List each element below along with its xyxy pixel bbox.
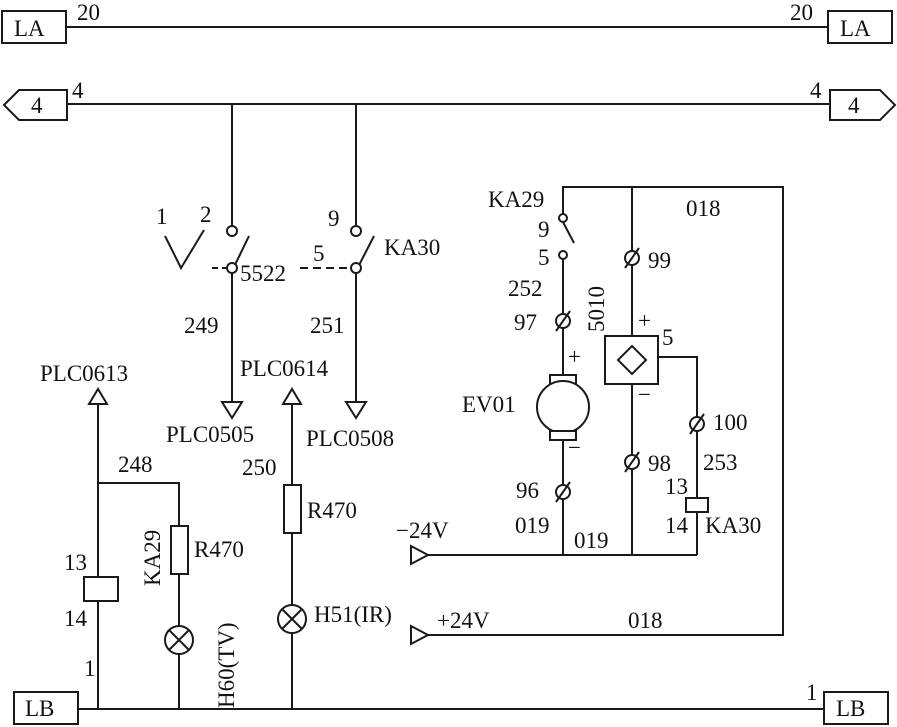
- connector-la-left: [1, 10, 67, 44]
- ka29-coil-label: KA29: [140, 530, 165, 586]
- connector-4-right-label: 4: [848, 93, 860, 118]
- bus-4: 4 4 4 4: [2, 78, 897, 121]
- plus24v-arrow: [410, 624, 431, 646]
- wire-251-label: 251: [310, 313, 345, 338]
- terminal-97-label: 97: [514, 310, 537, 335]
- ka29-coil-pin14: 14: [64, 606, 88, 631]
- ka30-coil: [685, 497, 709, 513]
- resistor-r470-1: [170, 525, 189, 575]
- ka29-coil: [83, 576, 119, 602]
- ka30-coil-pin14: 14: [665, 513, 689, 538]
- plc0613-label: PLC0613: [40, 361, 128, 386]
- wire-5010-label: 5010: [584, 286, 609, 332]
- regulator-plus: +: [638, 308, 651, 333]
- wire-018-bottom-label: 018: [628, 608, 663, 633]
- wire-249-label: 249: [184, 313, 219, 338]
- plc0613-arrow: [87, 387, 109, 405]
- resistor-r470-2-label: R470: [307, 498, 357, 523]
- regulator-minus: −: [638, 382, 651, 407]
- wire-018-top-label: 018: [686, 196, 721, 221]
- regulator-out: 5: [662, 325, 674, 350]
- h51-branch: PLC0614 250 R470 H51(IR): [240, 356, 392, 709]
- wire-253-label: 253: [703, 450, 738, 475]
- terminal-96-label: 96: [516, 478, 539, 503]
- wire-1-left-label: 1: [84, 656, 96, 681]
- connector-lb-right-label: LB: [836, 696, 865, 721]
- wire-20-left-label: 20: [77, 0, 100, 25]
- la-bus: LA LA 20 20: [1, 0, 893, 44]
- wire-4-left-label: 4: [72, 78, 84, 103]
- motor-minus: −: [568, 435, 581, 460]
- lamp-h51-label: H51(IR): [314, 602, 392, 627]
- ka29-coil-pin13: 13: [64, 550, 87, 575]
- minus24v-label: −24V: [396, 518, 449, 543]
- motor-block: +24V 018 018 KA29 9 5 252 97 5010 + EV01…: [396, 186, 784, 646]
- ka29-branch: PLC0613 248 13 14 1 KA29 R470 H60(TV): [40, 361, 244, 709]
- wire-019-right-label: 019: [574, 528, 609, 553]
- connector-4-left-label: 4: [31, 93, 43, 118]
- connector-la-right: [827, 10, 893, 44]
- switch-pin-2: 2: [200, 202, 212, 227]
- terminal-100-label: 100: [713, 410, 748, 435]
- motor-plus: +: [568, 344, 581, 369]
- ka29-contact-pin9: 9: [538, 217, 550, 242]
- selector-switch: 1 2 5522 5: [156, 104, 350, 402]
- connector-lb-left-label: LB: [25, 696, 54, 721]
- plc0614-label: PLC0614: [240, 356, 329, 381]
- resistor-r470-2: [283, 484, 302, 534]
- plc0505-label: PLC0505: [166, 422, 254, 447]
- ka30-coil-pin13: 13: [665, 474, 688, 499]
- ka30-coil-label: KA30: [705, 513, 761, 538]
- connector-4-right: [829, 89, 897, 121]
- ka30-contact-label: KA30: [384, 235, 440, 260]
- switch-pin-9: 9: [328, 206, 340, 231]
- ka30-contact: 9 KA30: [328, 104, 440, 402]
- wire-20-right-label: 20: [790, 0, 813, 25]
- plus24v-label: +24V: [437, 608, 490, 633]
- wire-019-left-label: 019: [515, 513, 550, 538]
- motor-label: EV01: [462, 392, 516, 417]
- resistor-r470-1-label: R470: [194, 537, 244, 562]
- wire-252-label: 252: [508, 276, 543, 301]
- wire-250-label: 250: [242, 455, 277, 480]
- plc0505-arrow: [220, 401, 244, 420]
- wire-5-label: 5: [313, 241, 325, 266]
- wire-4-right-label: 4: [810, 78, 822, 103]
- plc0614-arrow: [281, 387, 303, 405]
- lb-bus: LB LB 1: [13, 680, 889, 725]
- wire-5522-label: 5522: [240, 261, 286, 286]
- wire-248-label: 248: [118, 452, 153, 477]
- lamp-h60-label: H60(TV): [214, 622, 239, 708]
- wire-1-right-label: 1: [806, 680, 818, 705]
- connector-la-right-label: LA: [840, 16, 871, 41]
- terminal-99-label: 99: [648, 248, 671, 273]
- switch-pin-1: 1: [156, 204, 168, 229]
- plc0508-arrow: [344, 401, 368, 420]
- minus24v-arrow: [410, 544, 431, 566]
- connector-la-left-label: LA: [14, 16, 45, 41]
- motor-ev01: [536, 380, 590, 434]
- terminal-98-label: 98: [648, 451, 671, 476]
- ka29-contact-label: KA29: [488, 187, 544, 212]
- ka29-contact-pin5: 5: [538, 245, 550, 270]
- plc0508-label: PLC0508: [306, 426, 394, 451]
